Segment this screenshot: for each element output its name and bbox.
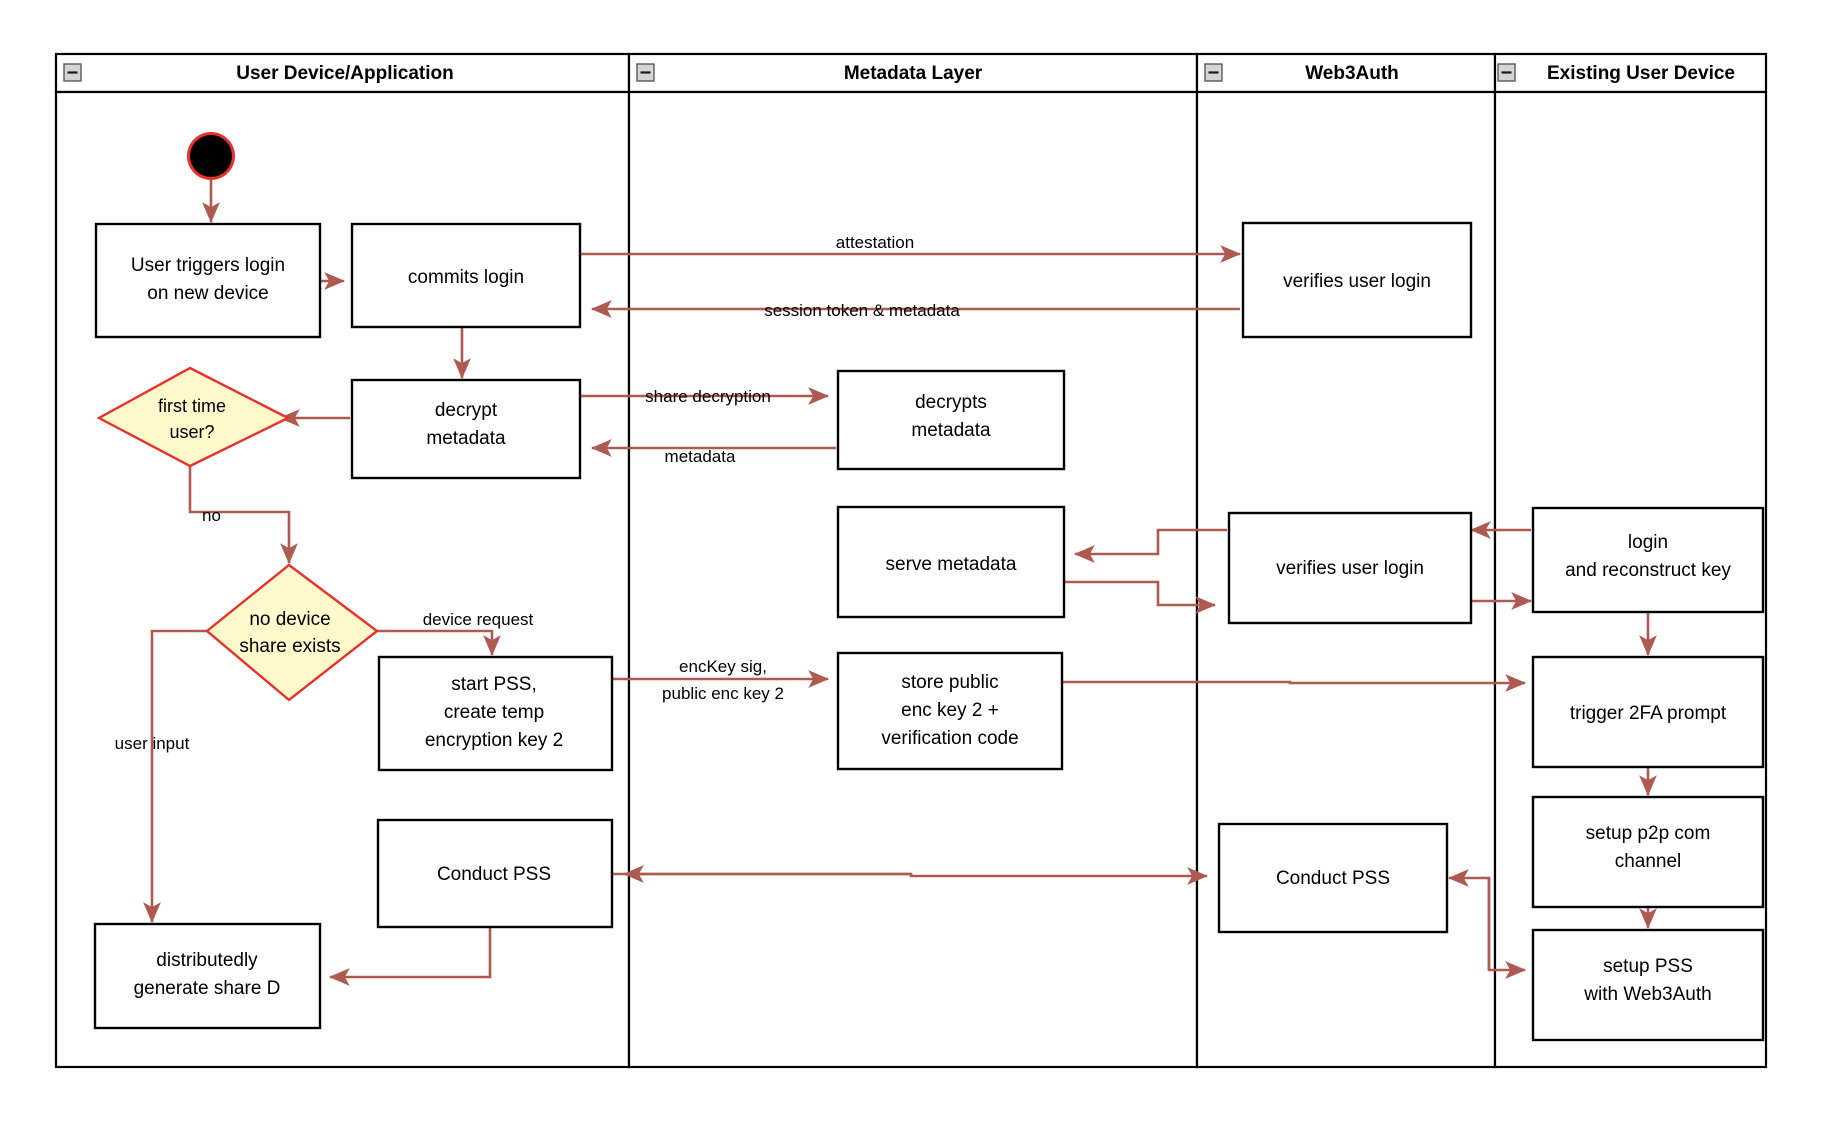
node-label-line: user? xyxy=(169,422,214,442)
node-label-line: commits login xyxy=(408,267,524,288)
node-commits-login[interactable]: commits login xyxy=(350,222,582,329)
node-label-line: login xyxy=(1628,532,1668,553)
edge-label-attestation: attestation xyxy=(836,233,914,252)
node-label-line: on new device xyxy=(147,283,268,304)
node-label-line: decrypts xyxy=(915,392,987,413)
node-label-line: metadata xyxy=(911,420,991,441)
collapse-minus-icon[interactable] xyxy=(1204,63,1223,82)
node-conduct-pss-user[interactable]: Conduct PSS xyxy=(376,818,614,929)
node-label-line: verifies user login xyxy=(1276,558,1424,579)
edge-label-enckey-sig-line2: public enc key 2 xyxy=(662,684,784,703)
node-verifies-user-login-top[interactable]: verifies user login xyxy=(1241,221,1473,339)
node-first-time-user[interactable]: first time user? xyxy=(96,366,291,468)
node-label-line: Conduct PSS xyxy=(1276,868,1390,889)
edge-no-device-share-to-generate-share-d xyxy=(143,629,208,924)
node-label-line: generate share D xyxy=(134,978,281,999)
node-label-line: metadata xyxy=(426,428,506,449)
node-label-line: and reconstruct key xyxy=(1565,560,1731,581)
node-label-line: enc key 2 + xyxy=(901,700,999,721)
edge-labels: attestation session token & metadata sha… xyxy=(115,233,961,753)
edge-label-session-token: session token & metadata xyxy=(764,301,960,320)
node-decrypt-metadata[interactable]: decrypt metadata xyxy=(350,378,582,480)
node-setup-pss-with-web3auth[interactable]: setup PSS with Web3Auth xyxy=(1531,928,1765,1042)
node-serve-metadata[interactable]: serve metadata xyxy=(836,505,1066,619)
edge-label-enckey-sig-line1: encKey sig, xyxy=(679,657,767,676)
edge-serve-metadata-to-verifies-mid xyxy=(1063,580,1217,614)
node-label-line: User triggers login xyxy=(131,255,285,276)
swimlane-title-metadata: Metadata Layer xyxy=(844,63,983,84)
edge-label-user-input: user input xyxy=(115,734,190,753)
node-label-line: distributedly xyxy=(156,950,258,971)
node-label-line: channel xyxy=(1615,851,1682,872)
node-label-line: first time xyxy=(158,396,226,416)
nodes: User triggers login on new device commit… xyxy=(93,132,1765,1042)
edge-conduct-pss-user-to-generate-share-d xyxy=(328,927,492,986)
edges xyxy=(143,172,1657,986)
collapse-minus-icon[interactable] xyxy=(636,63,655,82)
edge-conduct-pss-web3auth-to-setup-pss xyxy=(1487,878,1527,979)
node-login-reconstruct-key[interactable]: login and reconstruct key xyxy=(1531,506,1765,614)
node-verifies-user-login-mid[interactable]: verifies user login xyxy=(1227,511,1473,625)
edge-store-public-enc-key-to-trigger-2fa xyxy=(1062,674,1527,692)
edge-label-no: no xyxy=(202,506,221,525)
node-label-line: encryption key 2 xyxy=(425,730,563,751)
node-label-line: Conduct PSS xyxy=(437,864,551,885)
swimlane-title-existing-device: Existing User Device xyxy=(1547,63,1735,84)
node-label-line: decrypt xyxy=(435,400,498,421)
node-label-line: start PSS, xyxy=(451,674,537,695)
node-label-line: with Web3Auth xyxy=(1583,984,1711,1005)
swimlane-title-user-device: User Device/Application xyxy=(236,63,454,84)
collapse-minus-icon[interactable] xyxy=(1497,63,1516,82)
node-generate-share-d[interactable]: distributedly generate share D xyxy=(93,922,322,1030)
node-label-line: verifies user login xyxy=(1283,271,1431,292)
node-label-line: setup PSS xyxy=(1603,956,1693,977)
node-label-line: store public xyxy=(901,672,998,693)
node-decrypts-metadata[interactable]: decrypts metadata xyxy=(836,369,1066,471)
node-label-line: create temp xyxy=(444,702,544,723)
edge-label-share-decryption: share decryption xyxy=(645,387,771,406)
swimlane-title-web3auth: Web3Auth xyxy=(1305,63,1399,84)
node-user-triggers-login[interactable]: User triggers login on new device xyxy=(94,222,322,339)
node-conduct-pss-web3auth[interactable]: Conduct PSS xyxy=(1217,822,1449,934)
node-trigger-2fa-prompt[interactable]: trigger 2FA prompt xyxy=(1531,655,1765,769)
node-label-line: no device xyxy=(249,609,330,630)
edge-no-device-share-to-start-pss xyxy=(369,629,501,657)
node-start-pss[interactable]: start PSS, create temp encryption key 2 xyxy=(377,655,614,772)
edge-verifies-mid-to-serve-metadata xyxy=(1073,528,1227,563)
node-label-line: share exists xyxy=(239,636,340,657)
node-label-line: serve metadata xyxy=(886,554,1017,575)
node-label-line: trigger 2FA prompt xyxy=(1570,703,1727,724)
node-setup-p2p-com-channel[interactable]: setup p2p com channel xyxy=(1531,795,1765,909)
edge-label-metadata: metadata xyxy=(665,447,736,466)
node-no-device-share-exists[interactable]: no device share exists xyxy=(205,563,379,702)
node-label-line: verification code xyxy=(881,728,1018,749)
collapse-minus-icon[interactable] xyxy=(63,63,82,82)
initial-node[interactable] xyxy=(187,132,235,180)
edge-label-device-request: device request xyxy=(423,610,534,629)
node-store-public-enc-key[interactable]: store public enc key 2 + verification co… xyxy=(836,651,1064,771)
node-label-line: setup p2p com xyxy=(1586,823,1711,844)
edge-first-time-user-no-to-no-device-share xyxy=(188,465,298,565)
